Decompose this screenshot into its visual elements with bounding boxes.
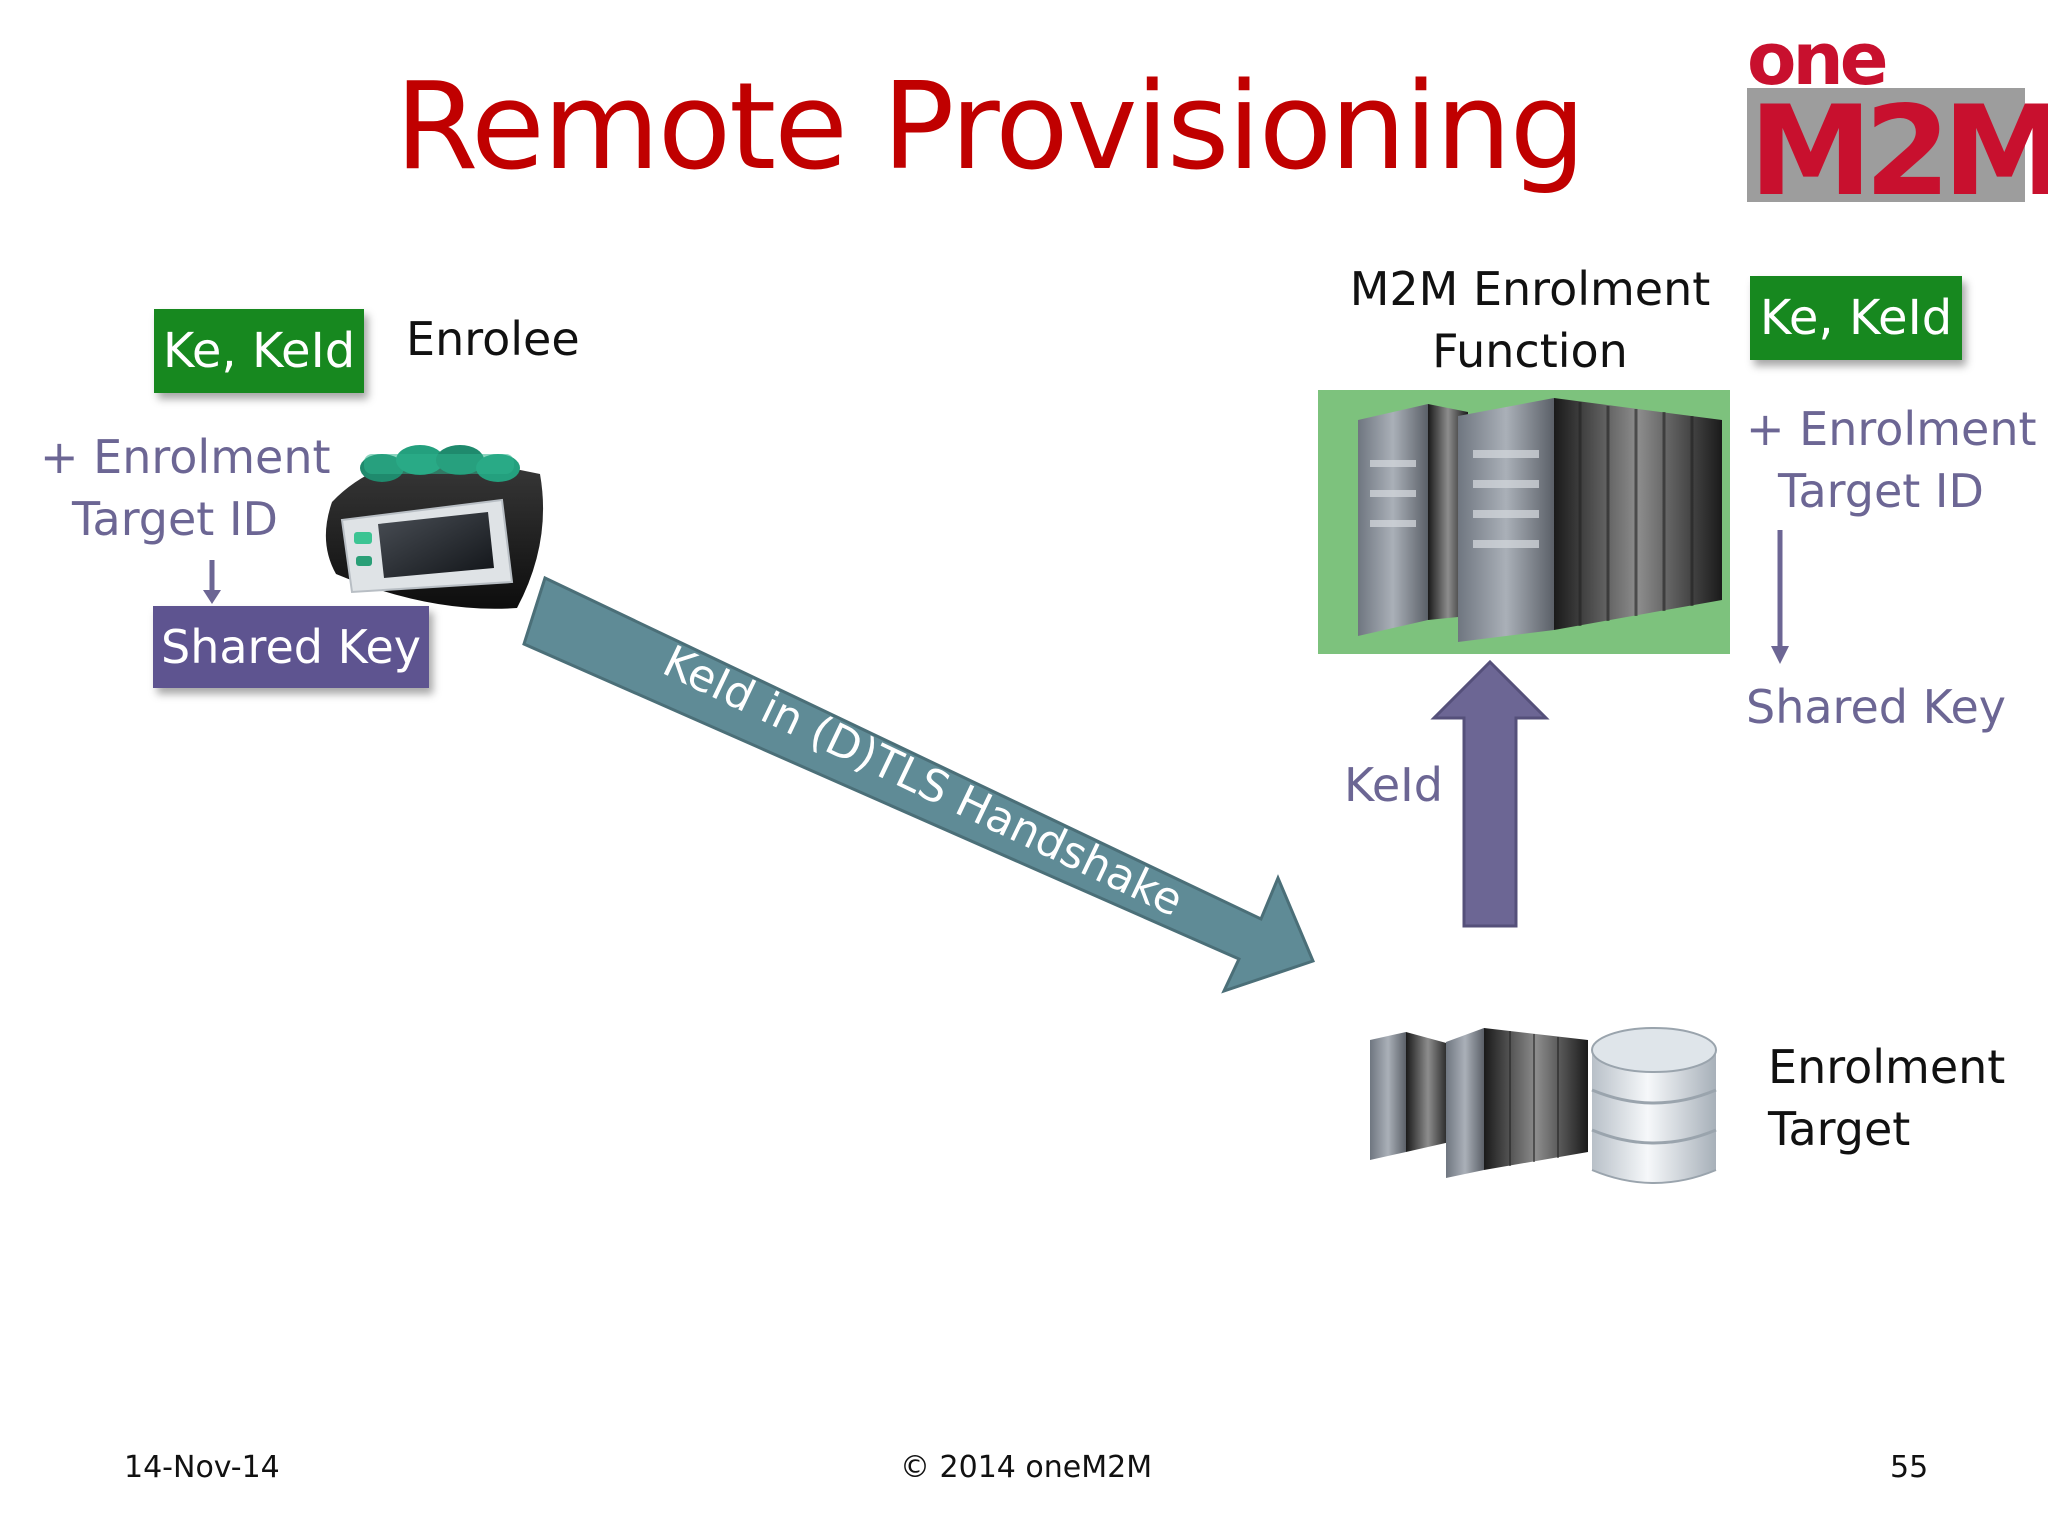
keid-up-arrow-label: KeId: [1344, 758, 1443, 812]
handshake-arrow-label: KeId in (D)TLS Handshake: [655, 636, 1190, 927]
keid-up-arrow: [1430, 659, 1550, 928]
enrolment-function-server-image: [1318, 390, 1730, 654]
enrolment-function-derive-arrow: [1771, 530, 1789, 664]
footer-date: 14-Nov-14: [124, 1450, 280, 1485]
database-cylinder: [1591, 1027, 1717, 1184]
enrolment-function-title-line1: M2M Enrolment: [1349, 262, 1711, 316]
enrolment-function-enrolment-line2: Target ID: [1778, 464, 1984, 518]
footer-copyright: © 2014 oneM2M: [900, 1450, 1153, 1485]
logo-word-one: one: [1747, 17, 1886, 101]
enrolment-function-shared-key-label: Shared Key: [1746, 680, 2006, 734]
enrolee-shared-key-box: Shared Key: [153, 606, 429, 688]
enrolment-target-label-line1: Enrolment: [1768, 1040, 2006, 1094]
footer-page-number: 55: [1890, 1450, 1929, 1485]
enrolee-derive-arrow: [203, 560, 221, 604]
slide-title: Remote Provisioning: [395, 58, 1586, 197]
device-key-rollers: [360, 445, 520, 482]
onem2m-logo: one M2M: [1747, 17, 2048, 224]
onem2m-logo-graphic: one M2M: [1747, 17, 2048, 224]
enrolment-function-enrolment-line1: + Enrolment: [1746, 402, 2037, 456]
logo-word-m2m: M2M: [1749, 80, 2048, 224]
enrolment-function-title-line2: Function: [1432, 324, 1628, 378]
enrolee-enrolment-line1: + Enrolment: [40, 430, 331, 484]
enrolee-key-badge: Ke, KeId: [154, 309, 364, 393]
enrolee-enrolment-line2: Target ID: [72, 492, 278, 546]
enrolee-device-image: [325, 445, 544, 609]
enrolment-target-label-line2: Target: [1768, 1102, 1911, 1156]
enrolment-function-key-badge: Ke, KeId: [1750, 276, 1962, 360]
enrolment-target-image: [1370, 1027, 1717, 1184]
enrolee-label: Enrolee: [406, 312, 580, 366]
